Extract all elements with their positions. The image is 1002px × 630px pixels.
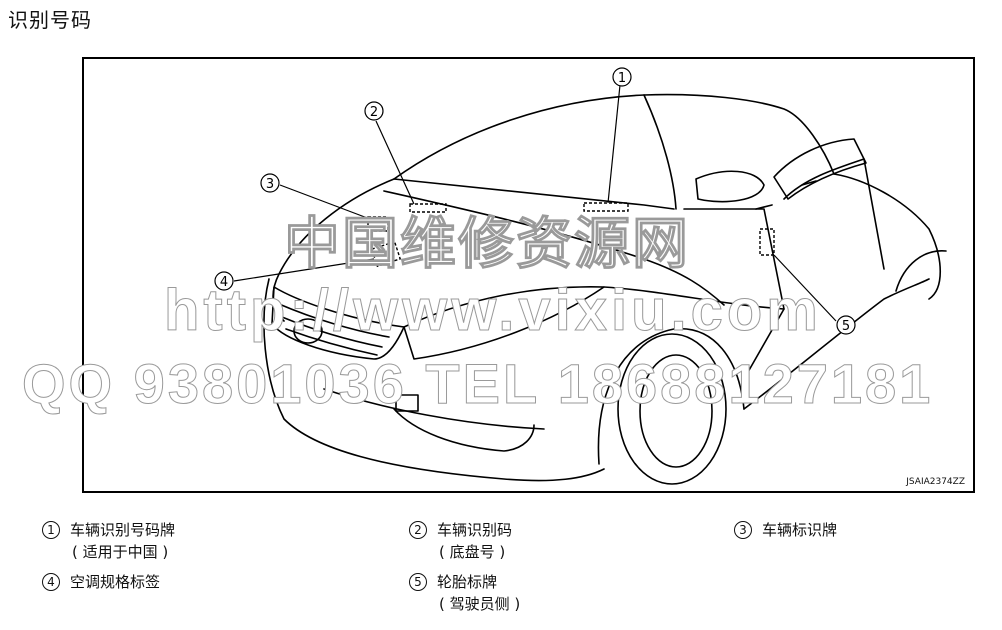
callout-3-label: 3	[266, 177, 274, 192]
legend-number-2: 2	[409, 521, 427, 539]
front-emblem	[293, 318, 323, 344]
fog-lamp-bezel	[393, 408, 535, 452]
label-box-id-plate	[367, 216, 389, 232]
grille-bar-1	[278, 303, 390, 338]
legend-note-5: ( 驾驶员侧 )	[439, 595, 521, 613]
label-box-tire-placard	[759, 228, 775, 256]
page-title: 识别号码	[8, 8, 92, 32]
side-mirror	[695, 170, 765, 203]
grille-bar-3	[285, 328, 378, 356]
callout-3	[260, 173, 280, 193]
callout-1	[612, 67, 632, 87]
side-window	[773, 138, 867, 200]
windshield-pillar	[643, 94, 677, 210]
label-box-chassis	[409, 203, 447, 213]
leader-line-5	[773, 254, 837, 322]
legend-label-4: 空调规格标签	[70, 573, 161, 591]
leader-line-4	[233, 258, 375, 282]
callout-1-label: 1	[618, 71, 626, 86]
fog-lamp	[395, 394, 419, 412]
door-handle-rear	[801, 180, 817, 186]
legend-label-3: 车辆标识牌	[762, 521, 838, 539]
fender-line	[603, 286, 785, 310]
legend-number-5: 5	[409, 573, 427, 591]
car-line-drawing: 1 2 3 4 5	[214, 67, 947, 485]
door-handle-front	[755, 204, 773, 210]
legend-number-1: 1	[42, 521, 60, 539]
leader-line-1	[607, 84, 621, 204]
callout-4-label: 4	[220, 275, 228, 290]
callout-5-label: 5	[842, 319, 850, 334]
rear-wheel-arch	[895, 250, 947, 292]
hood-outline	[272, 178, 395, 322]
callout-2	[364, 101, 384, 121]
legend-number-3: 3	[734, 521, 752, 539]
label-box-vin-plate	[583, 202, 629, 212]
front-bumper	[263, 278, 605, 482]
legend-number-4: 4	[42, 573, 60, 591]
callout-4	[214, 271, 234, 291]
legend-label-5: 轮胎标牌	[437, 573, 498, 591]
front-wheel-arch	[597, 327, 745, 465]
front-door	[683, 208, 785, 380]
legend-label-1: 车辆识别号码牌	[70, 521, 176, 539]
leader-line-2	[375, 120, 415, 205]
car-diagram-figure: 1 2 3 4 5 中国维修资源网 http://www.vixiu.com Q…	[21, 57, 975, 493]
legend-note-2: ( 底盘号 )	[439, 543, 506, 561]
leader-line-3	[279, 184, 371, 220]
label-box-ac-label	[370, 240, 402, 268]
rear-door-line	[783, 158, 885, 270]
figure-code: JSAIA2374ZZ	[906, 477, 965, 487]
headlight-outline	[403, 286, 605, 360]
side-sill	[743, 278, 930, 410]
grille-bar-2	[281, 316, 383, 348]
rear-quarter	[833, 173, 942, 300]
legend-note-1: ( 适用于中国 )	[72, 543, 169, 561]
roof-outline	[393, 93, 835, 180]
hood-crease	[383, 190, 725, 306]
grille-outline	[271, 286, 405, 360]
legend-label-2: 车辆识别码	[437, 521, 513, 539]
callout-5	[836, 315, 856, 335]
front-wheel	[617, 333, 727, 485]
lower-intake	[323, 388, 545, 430]
front-rim	[639, 354, 713, 468]
callout-2-label: 2	[370, 105, 378, 120]
